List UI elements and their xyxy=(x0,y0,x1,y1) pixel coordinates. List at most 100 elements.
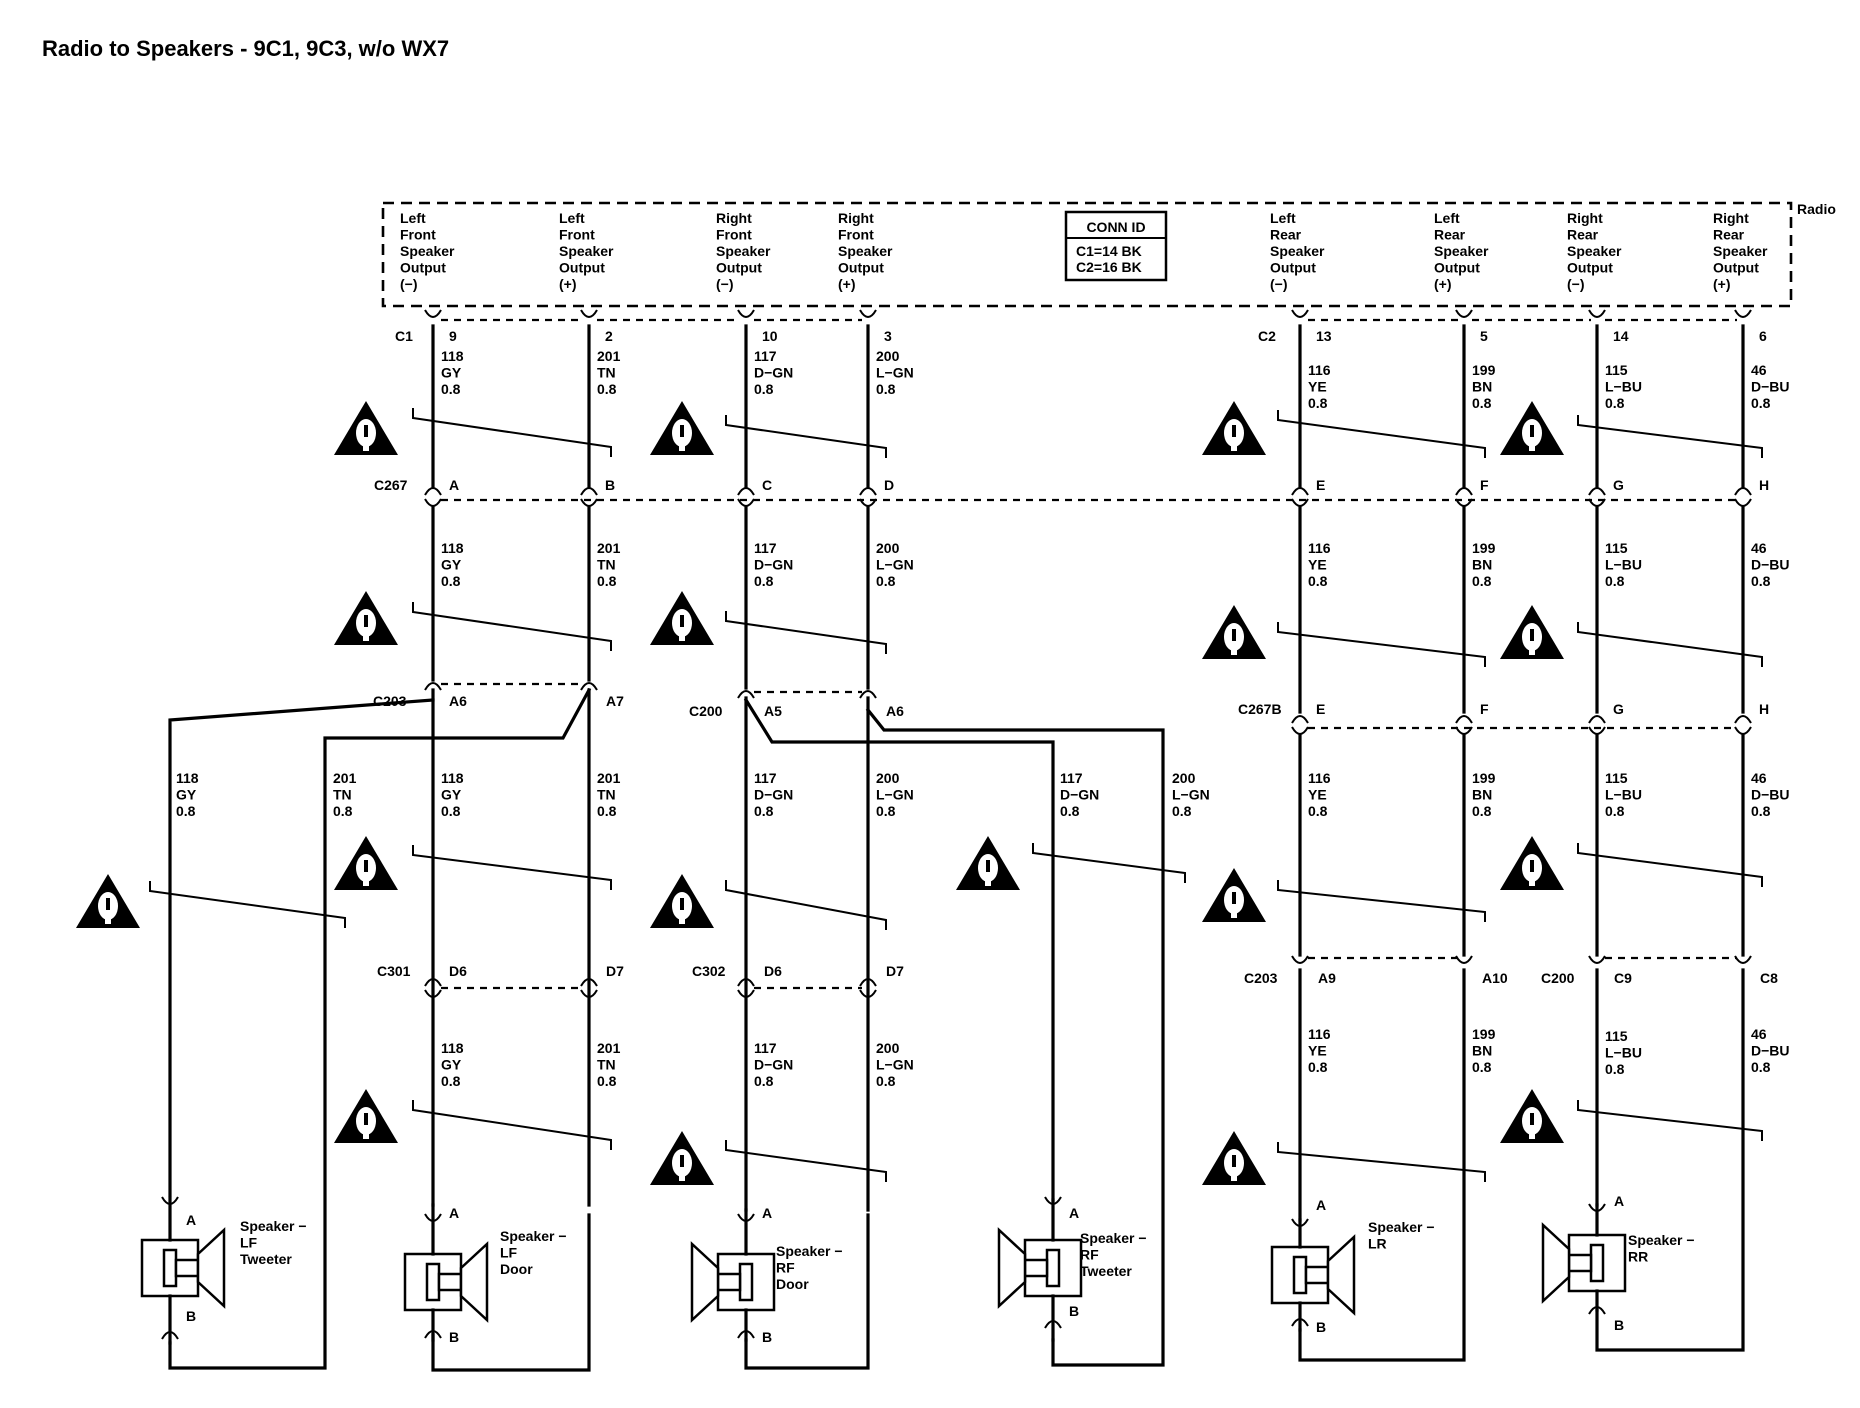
radio-output-label: Rear xyxy=(1434,227,1466,243)
wire-label: GY xyxy=(441,365,462,381)
wire-label: 0.8 xyxy=(1472,395,1492,411)
radio-output-label: Speaker xyxy=(838,243,893,259)
radio-output-label: Output xyxy=(1567,260,1613,276)
wire-label: 0.8 xyxy=(1472,1059,1492,1075)
radio-output-label: Output xyxy=(1270,260,1316,276)
wire-label: 201 xyxy=(597,770,621,786)
speaker-terminal-b-label: B xyxy=(1069,1303,1079,1319)
radio-pin-number: 5 xyxy=(1480,328,1488,344)
speaker-label: LF xyxy=(500,1245,518,1261)
speaker-label: LF xyxy=(240,1235,258,1251)
c267-terminal-top xyxy=(1734,487,1752,496)
wire-label: D−GN xyxy=(754,365,793,381)
speaker-coil xyxy=(425,1262,441,1302)
wire-label: 115 xyxy=(1605,540,1628,556)
twisted-pair-mark xyxy=(412,845,612,890)
wire-label: 0.8 xyxy=(597,573,617,589)
conn-id-line: C2=16 BK xyxy=(1076,259,1142,275)
wire-label: 116 xyxy=(1308,1026,1331,1042)
wire-label: GY xyxy=(441,557,462,573)
c203-pin-label: A7 xyxy=(606,693,624,709)
radio-pin-number: 6 xyxy=(1759,328,1767,344)
radio-pin-terminal xyxy=(737,309,755,318)
c267-terminal-top xyxy=(1291,487,1309,496)
speaker-cone xyxy=(690,1241,720,1323)
wire-label: 0.8 xyxy=(876,803,896,819)
radio-box xyxy=(381,201,1793,308)
wire-label: 0.8 xyxy=(441,803,461,819)
connector-label-c267b: C267B xyxy=(1238,701,1282,717)
speaker-label: Speaker − xyxy=(1628,1232,1695,1248)
speaker-magnet xyxy=(716,1272,742,1292)
speaker-terminal-b-label: B xyxy=(186,1308,196,1324)
speaker-rf-door xyxy=(690,1241,776,1323)
speaker-terminal-a xyxy=(1044,1196,1062,1205)
c301-terminal-top xyxy=(580,978,598,987)
wire-label: TN xyxy=(333,787,352,803)
c200-rear-terminal xyxy=(1734,955,1752,964)
wire-label: 117 xyxy=(754,540,777,556)
c267b-terminal-bottom xyxy=(1734,726,1752,735)
wire-label: 0.8 xyxy=(1308,803,1328,819)
warning-mark xyxy=(364,860,368,872)
wire-118-tweeter-branch xyxy=(168,688,435,1197)
c267b-pin-label: F xyxy=(1480,701,1489,717)
speaker-label: Door xyxy=(776,1276,809,1292)
conn-id-header: CONN ID xyxy=(1086,219,1145,235)
warning-mark xyxy=(680,425,684,437)
wire-label: D−GN xyxy=(754,557,793,573)
twisted-pair-mark xyxy=(412,1100,612,1150)
wire-label: GY xyxy=(441,1057,462,1073)
wire-label: 201 xyxy=(597,1040,621,1056)
wire-label: 0.8 xyxy=(1472,573,1492,589)
c203-terminal xyxy=(424,682,442,691)
c267b-terminal-top xyxy=(1291,715,1309,724)
wire-label: 201 xyxy=(597,348,621,364)
wire-label: TN xyxy=(597,365,616,381)
speaker-label: RR xyxy=(1628,1249,1648,1265)
c267-terminal-bottom xyxy=(1734,498,1752,507)
speaker-terminal-b-label: B xyxy=(449,1329,459,1345)
connector-label-c1: C1 xyxy=(395,328,413,344)
speaker-cone xyxy=(196,1227,226,1309)
speaker-terminal-a xyxy=(1291,1218,1309,1227)
wire-label: 0.8 xyxy=(1605,1061,1625,1077)
speaker-terminal-a xyxy=(161,1196,179,1205)
warning-bulb-base xyxy=(985,880,991,886)
speaker-rf-tweeter xyxy=(997,1227,1083,1309)
wire-label: 0.8 xyxy=(597,803,617,819)
c302-terminal-bottom xyxy=(859,989,877,998)
warning-bulb-base xyxy=(363,1133,369,1139)
c267b-terminal-top xyxy=(1588,715,1606,724)
wire-label: 0.8 xyxy=(1308,395,1328,411)
warning-mark xyxy=(364,1113,368,1125)
c267-terminal-top xyxy=(580,487,598,496)
radio-pin-terminal xyxy=(1455,309,1473,318)
wire-label: 116 xyxy=(1308,540,1331,556)
wire-label: 201 xyxy=(597,540,621,556)
wire-label: L−BU xyxy=(1605,557,1642,573)
speaker-terminal-a-label: A xyxy=(1069,1205,1079,1221)
wire-label: 116 xyxy=(1308,770,1331,786)
connector-label-c200: C200 xyxy=(689,703,723,719)
wire-label: 117 xyxy=(754,1040,777,1056)
radio-output-label: Rear xyxy=(1270,227,1302,243)
speaker-terminal-b xyxy=(737,1330,755,1339)
radio-output-label: Left xyxy=(559,210,585,226)
c203-rear-terminal xyxy=(1455,955,1473,964)
radio-output-label: Front xyxy=(400,227,436,243)
wire-label: 118 xyxy=(176,770,199,786)
wire-label: D−BU xyxy=(1751,557,1790,573)
speaker-magnet xyxy=(1023,1258,1049,1278)
radio-output-label: Front xyxy=(716,227,752,243)
c267b-pin-label: G xyxy=(1613,701,1624,717)
twisted-pair-mark xyxy=(1577,622,1763,667)
radio-pin-terminal xyxy=(580,309,598,318)
speaker-label: RF xyxy=(776,1260,795,1276)
wire-label: 118 xyxy=(441,348,464,364)
wire-label: 0.8 xyxy=(1605,803,1625,819)
wire-label: TN xyxy=(597,557,616,573)
radio-output-label: (−) xyxy=(1567,276,1585,292)
radio-output-label: Speaker xyxy=(1567,243,1622,259)
